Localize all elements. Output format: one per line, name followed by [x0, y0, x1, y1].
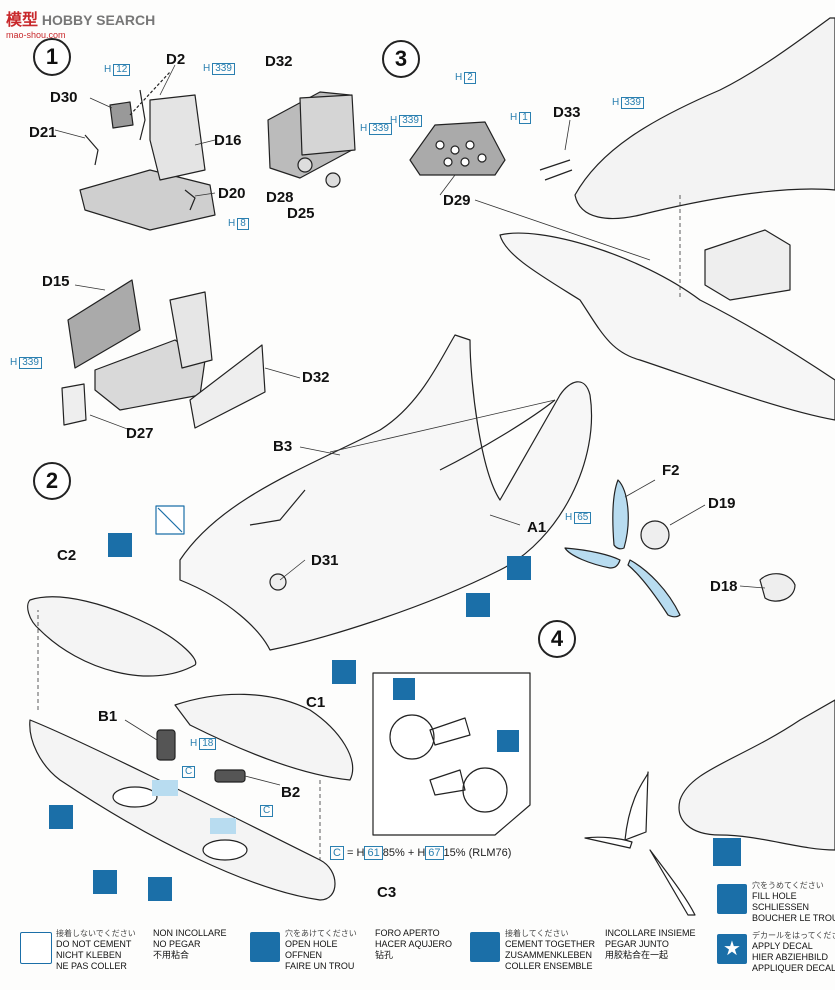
part-label-c1: C1	[306, 694, 326, 711]
part-label-f2: F2	[662, 462, 680, 479]
part-label-d19: D19	[708, 495, 736, 512]
step4-fuselage-drawing	[584, 699, 835, 916]
step2-lower-wing-drawing	[29, 719, 336, 901]
part-label-d21: D21	[29, 124, 57, 141]
part-label-d15: D15	[42, 273, 70, 290]
leader-lines	[37, 64, 766, 860]
step-number-3: 3	[382, 40, 420, 78]
legend-do-not-cement: 接着しないでください DO NOT CEMENT NICHT KLEBEN NE…	[56, 929, 136, 971]
color-c-marker-1: C	[180, 766, 196, 778]
legend-cement-together: 接着してください CEMENT TOGETHER ZUSAMMENKLEBEN …	[505, 929, 596, 971]
part-label-b3: B3	[273, 438, 293, 455]
part-label-d31: D31	[311, 552, 339, 569]
part-label-d32-top: D32	[265, 53, 293, 70]
part-label-d28: D28	[266, 189, 294, 206]
step-number-4: 4	[538, 620, 576, 658]
part-label-d27: D27	[126, 425, 154, 442]
legend-cement-together-alt: INCOLLARE INSIEME PEGAR JUNTO 用胶粘合在一起	[605, 928, 696, 960]
color-c-marks	[152, 780, 236, 834]
part-label-a1: A1	[527, 519, 547, 536]
step1-panel-drawing	[267, 91, 356, 188]
part-label-b1: B1	[98, 708, 118, 725]
color-c-marker-2: C	[258, 805, 274, 817]
part-label-d33: D33	[553, 104, 581, 121]
part-label-c2: C2	[57, 547, 77, 564]
fill-hole-icon	[717, 884, 747, 914]
part-label-d2: D2	[166, 51, 186, 68]
part-label-d20: D20	[218, 185, 246, 202]
step1-cockpit-drawing	[79, 71, 216, 231]
part-label-c3: C3	[377, 884, 397, 901]
part-label-d30: D30	[50, 89, 78, 106]
legend-open-hole-alt: FORO APERTO HACER AQUJERO 钻孔	[375, 928, 453, 960]
part-label-b2: B2	[281, 784, 301, 801]
cement-together-icon	[470, 932, 500, 962]
step2-fuselage-drawing	[179, 334, 593, 651]
part-label-d18: D18	[710, 578, 738, 595]
part-B2-shape	[214, 769, 246, 783]
step4-propeller-drawing	[564, 479, 681, 618]
watermark: 模型 HOBBY SEARCH mao-shou.com	[6, 12, 156, 40]
step3-wing-drawing	[499, 232, 835, 421]
part-label-d16: D16	[214, 132, 242, 149]
part-label-d32-lower: D32	[302, 369, 330, 386]
step2-upper-wing-left-drawing	[27, 596, 197, 677]
part-label-d29: D29	[443, 192, 471, 209]
legend-fill-hole: 穴をうめてください FILL HOLE SCHLIESSEN BOUCHER L…	[752, 881, 835, 923]
no-cement-icon	[20, 932, 52, 964]
legend-do-not-cement-alt: NON INCOLLARE NO PEGAR 不用粘合	[153, 928, 227, 960]
step-number-1: 1	[33, 38, 71, 76]
cement-marks	[49, 593, 741, 901]
detail-inset-box	[372, 672, 531, 836]
cockpit-lower-drawing	[61, 279, 266, 429]
decal-star-icon: ★	[717, 934, 747, 964]
step-number-2: 2	[33, 462, 71, 500]
legend-open-hole: 穴をあけてください OPEN HOLE OFFNEN FAIRE UN TROU	[285, 929, 357, 971]
part-label-d25: D25	[287, 205, 315, 222]
legend-apply-decal: デカールをはってください APPLY DECAL HIER ABZIEHBILD…	[752, 931, 835, 973]
open-hole-icon	[250, 932, 280, 962]
open-hole-marks	[93, 533, 531, 894]
do-not-cement-mark	[155, 505, 185, 535]
step4-hub-drawing	[640, 520, 796, 602]
part-B1-shape	[156, 729, 176, 761]
step3-fuselage-drawing	[539, 17, 835, 301]
step2-upper-wing-right-drawing	[174, 693, 354, 781]
step3-instrument-panel-drawing	[409, 121, 506, 176]
